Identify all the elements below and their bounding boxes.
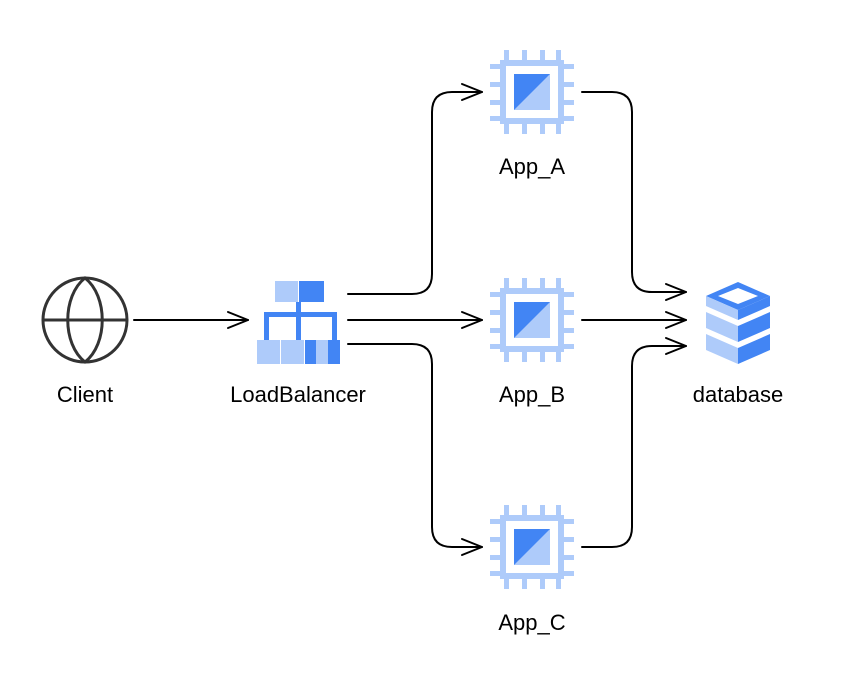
edge-app-c-to-database [581,337,687,548]
edges [133,83,687,556]
edge-app-a-to-database [581,91,687,301]
node-label-app-b: App_B [498,382,566,407]
node-label-app-a: App_A [498,154,566,179]
globe-icon [41,276,129,364]
load-balancer-icon [257,281,340,364]
compute-chip-icon-app-c [490,505,574,589]
compute-chip-icon-app-a [490,50,574,134]
node-label-client: Client [56,382,114,407]
edge-loadbalancer-to-app-c [347,343,483,556]
edge-loadbalancer-to-app-a [347,83,483,295]
node-label-database: database [692,382,784,407]
database-stack-icon [706,282,770,364]
compute-chip-icon-app-b [490,278,574,362]
node-label-app-c: App_C [498,610,566,635]
node-label-loadbalancer: LoadBalancer [230,382,366,407]
